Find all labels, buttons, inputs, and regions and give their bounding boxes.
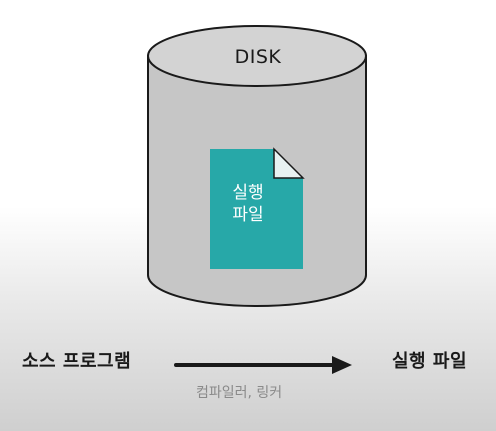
file-icon	[210, 147, 305, 269]
file-page	[210, 149, 303, 269]
file-fold	[273, 147, 305, 179]
executable-file-label: 실행 파일	[392, 351, 468, 372]
disk-label: DISK	[234, 46, 282, 68]
flow-arrow	[174, 356, 352, 374]
compiler-linker-label: 컴파일러, 링커	[196, 385, 283, 401]
file-label: 실행 파일	[232, 183, 264, 225]
arrow-head	[332, 356, 352, 374]
source-program-label: 소스 프로그램	[22, 351, 132, 372]
disk-top	[147, 25, 367, 87]
